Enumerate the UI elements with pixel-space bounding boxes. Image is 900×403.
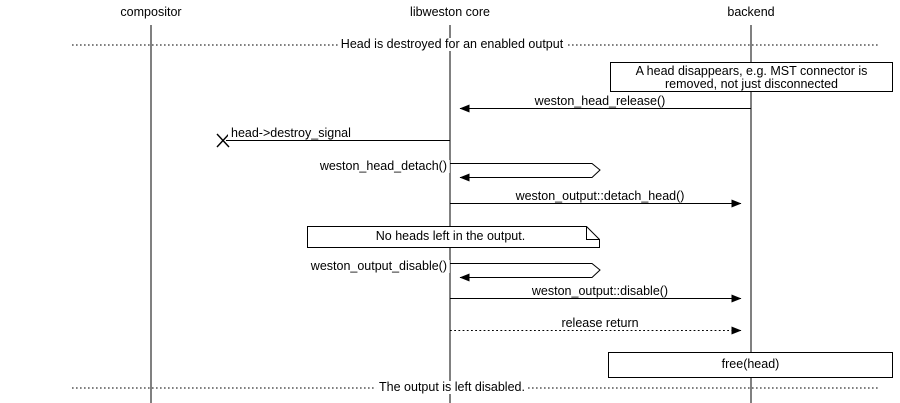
participant-label-libweston-core[interactable]: libweston core [410,5,490,19]
message-label-weston-output-disable: weston_output::disable() [528,285,672,298]
message-label-weston-output-detach-head: weston_output::detach_head() [512,190,688,203]
message-label-weston-head-detach: weston_head_detach() [316,160,450,173]
participant-label-compositor[interactable]: compositor [120,5,182,19]
note-box-mst [610,62,893,92]
message-label-weston-output-disable-call: weston_output_disable() [307,260,450,273]
note-text-free-head: free(head) [721,357,780,371]
message-label-head-destroy-signal: head->destroy_signal [228,127,354,140]
note-box-no-heads [307,226,600,248]
x-terminator-icon [216,133,230,148]
message-arrow-head-destroy-signal [216,133,450,148]
message-label-release-return: release return [558,317,642,330]
divider-label-bottom: The output is left disabled. [376,381,528,394]
message-arrow-weston-output-disable-call [450,263,601,282]
note-box-free-head [608,352,893,378]
message-label-weston-head-release: weston_head_release() [531,95,669,108]
participant-label-backend[interactable]: backend [727,5,775,19]
message-arrow-weston-head-detach [450,163,601,182]
note-text-mst-line2: removed, not just disconnected [664,77,839,91]
note-text-mst-line1: A head disappears, e.g. MST connector is [635,64,868,78]
divider-label-top: Head is destroyed for an enabled output [337,38,567,51]
note-text-no-heads: No heads left in the output. [375,229,526,243]
